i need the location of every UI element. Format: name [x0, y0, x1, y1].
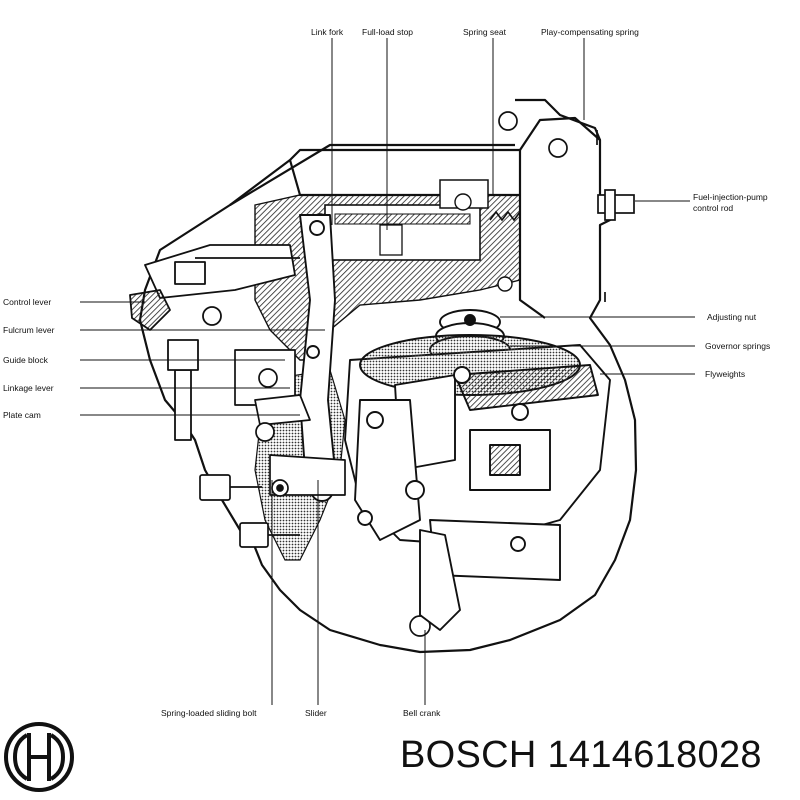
label-plate-cam: Plate cam	[3, 410, 41, 420]
label-adjusting-nut: Adjusting nut	[707, 312, 757, 322]
label-bell-crank: Bell crank	[403, 708, 441, 718]
label-slider: Slider	[305, 708, 327, 718]
governor-cutaway-drawing	[80, 38, 695, 705]
control-lever-assembly	[129, 244, 300, 441]
guide-block-linkage	[234, 349, 346, 497]
label-spring-loaded-sliding-bolt: Spring-loaded sliding bolt	[161, 708, 257, 718]
label-fuel-injection-pump-line1: Fuel-injection-pump	[693, 192, 768, 202]
governor-flyweight-assembly	[344, 309, 611, 631]
label-control-lever: Control lever	[3, 297, 52, 307]
label-governor-springs: Governor springs	[705, 341, 771, 351]
label-guide-block: Guide block	[3, 355, 48, 365]
label-full-load-stop: Full-load stop	[362, 27, 414, 37]
label-link-fork: Link fork	[311, 27, 344, 37]
label-fuel-injection-pump-line2: control rod	[693, 203, 734, 213]
label-flyweights: Flyweights	[705, 369, 746, 379]
bosch-armature-logo-icon	[4, 722, 74, 792]
label-fulcrum-lever: Fulcrum lever	[3, 325, 55, 335]
brand-row: BOSCH 1414618028	[0, 712, 800, 800]
label-linkage-lever: Linkage lever	[3, 383, 54, 393]
label-play-compensating-spring: Play-compensating spring	[541, 27, 639, 37]
callout-leader-lines	[80, 38, 695, 705]
housing-bolts	[199, 111, 606, 637]
brand-part-number: BOSCH 1414618028	[400, 734, 762, 776]
label-spring-seat: Spring seat	[463, 27, 506, 37]
fuel-injection-pump-control-rod	[597, 189, 635, 221]
